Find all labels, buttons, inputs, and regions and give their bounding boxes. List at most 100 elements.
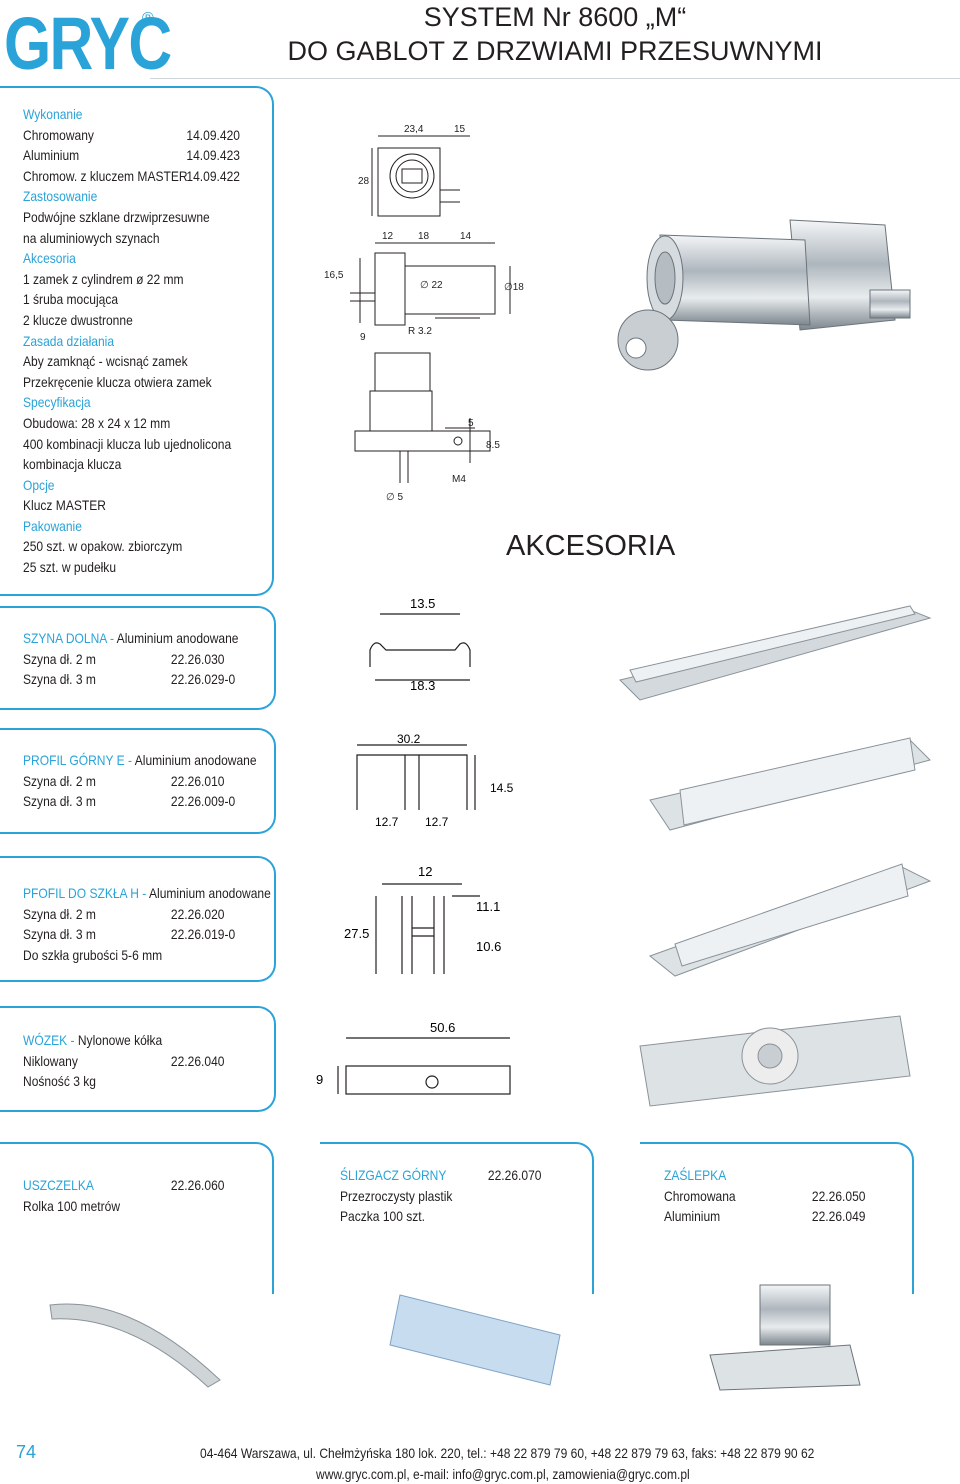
wozek-drawing: 50.6 9 bbox=[316, 1020, 511, 1095]
lock-side-body bbox=[374, 252, 406, 326]
page-title: SYSTEM Nr 8600 „M“ DO GABLOT Z DRZWIAMI … bbox=[250, 0, 860, 68]
dim-9: 9 bbox=[360, 332, 366, 343]
profil-e-product-image bbox=[649, 737, 931, 831]
registered-mark: ® bbox=[142, 10, 154, 27]
specyfikacja-line: Obudowa: 28 x 24 x 12 mm bbox=[23, 414, 171, 431]
profil-h-dim-r2: 10.6 bbox=[476, 939, 501, 954]
profil-h-note: Do szkła grubości 5-6 mm bbox=[23, 946, 163, 963]
zaslepka-title: ZAŚLEPKA bbox=[664, 1167, 727, 1183]
footer-contacts: www.gryc.com.pl, e-mail: info@gryc.com.p… bbox=[316, 1466, 690, 1482]
profil-e-dim-right: 14.5 bbox=[490, 781, 514, 795]
profil-e-subtitle: Aluminium anodowane bbox=[134, 752, 257, 768]
specyfikacja-heading: Specyfikacja bbox=[23, 394, 91, 411]
opcje-heading: Opcje bbox=[23, 476, 55, 493]
profil-e-dim-top: 30.2 bbox=[397, 732, 421, 746]
dim-8-5: 8.5 bbox=[486, 440, 500, 451]
profil-e-dim-b2: 12.7 bbox=[425, 815, 449, 829]
footer-address: 04-464 Warszawa, ul. Chełmżyńska 180 lok… bbox=[200, 1445, 815, 1461]
profil-e-drawing: 30.2 14.5 12.7 12.7 bbox=[356, 732, 514, 829]
profil-e-dim-b1: 12.7 bbox=[375, 815, 399, 829]
slizgacz-product-image bbox=[389, 1294, 561, 1386]
dim-15: 15 bbox=[454, 124, 466, 135]
uszczelka-code: 22.26.060 bbox=[170, 1177, 225, 1193]
dim-22: ∅ 22 bbox=[420, 280, 443, 291]
slizgacz-box bbox=[320, 1142, 594, 1294]
wozek-dim-left: 9 bbox=[316, 1072, 323, 1087]
szyna-box bbox=[0, 606, 276, 710]
logo-text: GRYC bbox=[4, 2, 172, 85]
profil-e-box bbox=[0, 728, 276, 834]
profil-h-subtitle: Aluminium anodowane bbox=[149, 885, 271, 901]
akcesoria-title: AKCESORIA bbox=[506, 530, 676, 562]
logo: GRYC ® bbox=[4, 2, 207, 85]
opcje-line: Klucz MASTER bbox=[23, 497, 106, 514]
profil-h-dim-top: 12 bbox=[418, 864, 432, 879]
lock-front-outline bbox=[377, 147, 441, 217]
uszczelka-info: USZCZELKA 22.26.060 Rolka 100 metrów bbox=[23, 1175, 224, 1216]
dim-r-3-2: R 3.2 bbox=[408, 326, 432, 337]
dim-23-4: 23,4 bbox=[404, 124, 424, 135]
profil-h-info: PFOFIL DO SZKŁA H - Aluminium anodowane … bbox=[23, 883, 271, 965]
pakowanie-heading: Pakowanie bbox=[23, 517, 82, 534]
lock-side-cylinder bbox=[404, 265, 496, 315]
szyna-title: SZYNA DOLNA - bbox=[23, 630, 117, 646]
zasada-heading: Zasada działania bbox=[23, 332, 115, 349]
akcesoria-heading: Akcesoria bbox=[23, 250, 76, 267]
akcesoria-line: 1 śruba mocująca bbox=[23, 291, 119, 308]
dim-m4: M4 bbox=[452, 474, 466, 485]
page-number: 74 bbox=[16, 1442, 37, 1462]
dim-16-5: 16,5 bbox=[324, 270, 344, 281]
wykonanie-heading: Wykonanie bbox=[23, 106, 83, 122]
profil-e-info: PROFIL GÓRNY E - Aluminium anodowane Szy… bbox=[23, 750, 257, 812]
lock-info-box bbox=[0, 86, 274, 596]
slizgacz-line: Przezroczysty plastik bbox=[340, 1187, 453, 1204]
szyna-subtitle: Aluminium anodowane bbox=[116, 630, 239, 646]
dim-18: 18 bbox=[418, 231, 430, 242]
profil-h-drawing: 12 27.5 11.1 10.6 bbox=[344, 864, 501, 974]
uszczelka-box bbox=[0, 1142, 274, 1294]
profil-e-title: PROFIL GÓRNY E - bbox=[23, 752, 135, 768]
header-rule bbox=[150, 78, 960, 79]
szyna-dim-top: 13.5 bbox=[410, 596, 435, 611]
wozek-row: Nośność 3 kg bbox=[23, 1073, 96, 1090]
profil-h-box bbox=[0, 856, 276, 982]
profil-h-product-image bbox=[648, 863, 932, 977]
zastosowanie-line: na aluminiowych szynach bbox=[23, 229, 160, 246]
uszczelka-product-image bbox=[49, 1303, 221, 1388]
title-line-1: SYSTEM Nr 8600 „M“ bbox=[423, 2, 687, 32]
akcesoria-line: 2 klucze dwustronne bbox=[23, 311, 133, 328]
szyna-dim-bottom: 18.3 bbox=[410, 678, 435, 692]
zaslepka-product-image bbox=[709, 1284, 861, 1391]
title-line-2: DO GABLOT Z DRZWIAMI PRZESUWNYMI bbox=[287, 36, 823, 66]
zastosowanie-heading: Zastosowanie bbox=[23, 188, 98, 205]
lock-product-image bbox=[617, 219, 911, 371]
szyna-info: SZYNA DOLNA - Aluminium anodowane Szyna … bbox=[23, 628, 238, 690]
dim-5-diameter: ∅ 5 bbox=[386, 492, 403, 503]
zasada-line: Aby zamknąć - wcisnąć zamek bbox=[23, 353, 188, 370]
profil-h-title: PFOFIL DO SZKŁA H - bbox=[23, 885, 150, 901]
szyna-profile-drawing: 13.5 18.3 bbox=[369, 596, 471, 692]
dim-14: 14 bbox=[460, 231, 472, 242]
zaslepka-box bbox=[640, 1142, 914, 1294]
specyfikacja-line: kombinacja klucza bbox=[23, 456, 122, 473]
akcesoria-line: 1 zamek z cylindrem ø 22 mm bbox=[23, 270, 184, 287]
dim-5: 5 bbox=[468, 418, 474, 429]
uszczelka-line: Rolka 100 metrów bbox=[23, 1197, 121, 1214]
profil-h-dim-left: 27.5 bbox=[344, 926, 369, 941]
szyna-product-image bbox=[619, 605, 932, 701]
slizgacz-line: Paczka 100 szt. bbox=[340, 1208, 425, 1225]
lock-technical-drawing: 23,4 15 28 12 18 14 16,5 ∅ 22 ∅18 9 R 3.… bbox=[324, 124, 524, 503]
uszczelka-title: USZCZELKA bbox=[23, 1177, 94, 1193]
